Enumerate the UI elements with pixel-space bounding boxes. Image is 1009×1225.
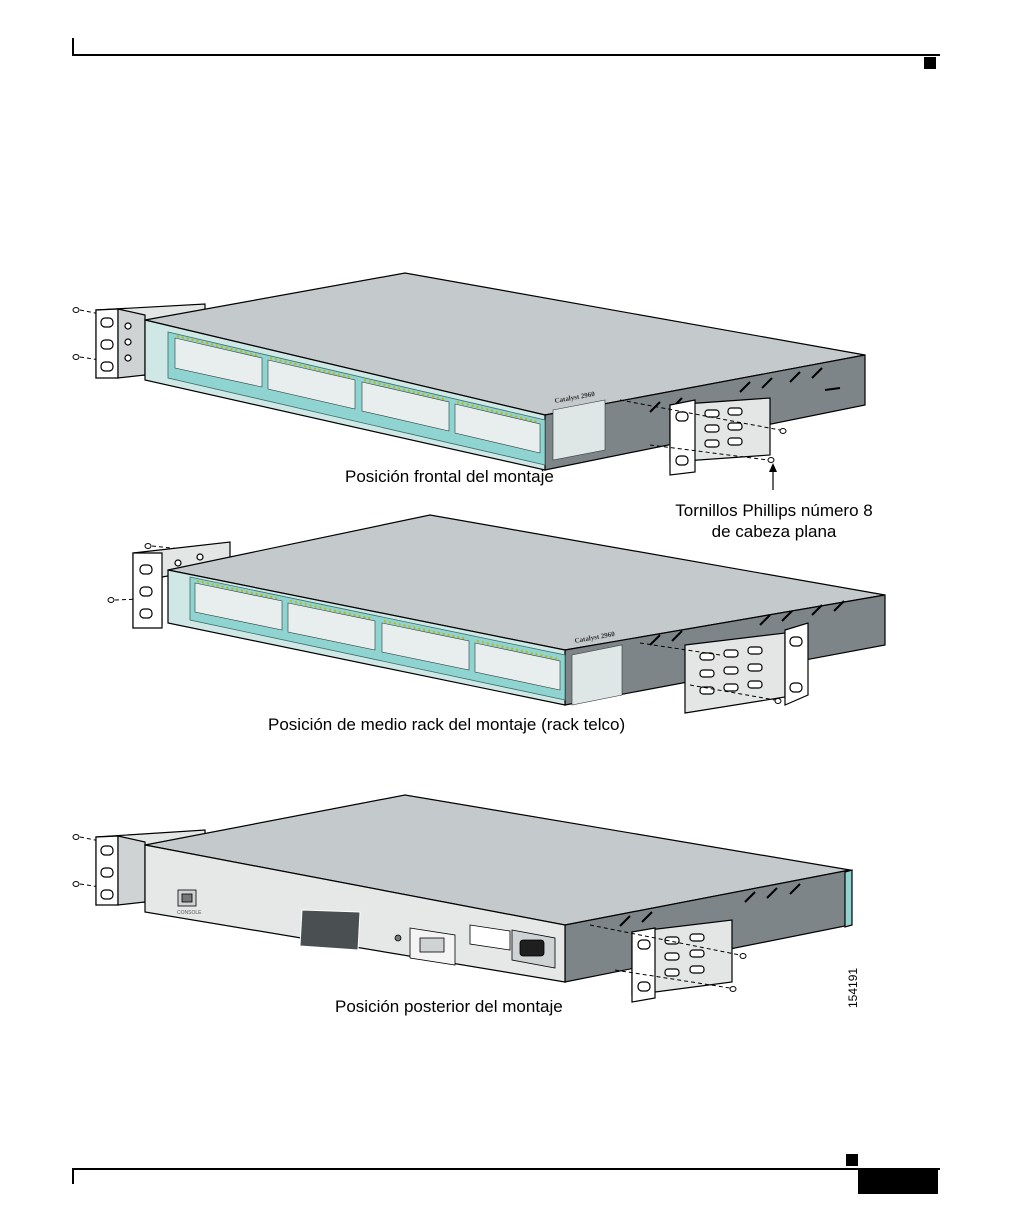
figure-id: 154191 [846,968,860,1008]
console-port-label: CONSOLE [177,910,202,916]
screw-callout-arrow [769,463,777,490]
footer-square [846,1154,858,1166]
rear-fan-vent [300,910,360,950]
caption-rear-mount: Posición posterior del montaje [335,997,563,1017]
caption-front-mount: Posición frontal del montaje [345,467,554,487]
header-rule [72,54,940,56]
footer-left-tick [72,1168,74,1184]
footer-rule [72,1168,940,1170]
header-square [924,57,936,69]
right-mounting-bracket-rear [632,920,732,1002]
front-mount-illustration: Catalyst 2960 [0,260,1009,480]
switch-chassis-rear [145,795,852,982]
footer-page-tab [858,1170,938,1194]
midrack-mount-illustration: Catalyst 2960 [0,515,1009,715]
caption-midrack-mount: Posición de medio rack del montaje (rack… [268,715,625,735]
right-mounting-bracket [670,398,770,475]
